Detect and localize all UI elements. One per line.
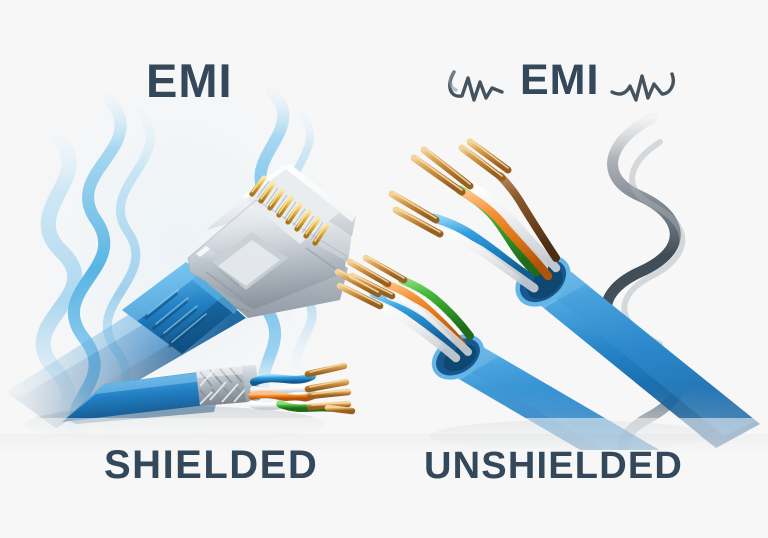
emi-wave-dark-main	[600, 112, 687, 466]
bottom-caption-band	[0, 450, 768, 538]
emi-accent-right	[610, 72, 675, 102]
caption-unshielded: UNSHIELDED	[424, 445, 684, 487]
copper-conductors-upper	[388, 138, 512, 238]
twisted-pairs-left	[248, 362, 356, 415]
emi-label-left: EMI	[146, 54, 233, 107]
copper-conductors-lower	[334, 254, 408, 310]
upper-cable-jacket	[524, 268, 760, 448]
shielded-cable-assembly	[6, 164, 356, 428]
emi-accent-left	[448, 70, 504, 102]
twisted-pairs-lower-right	[334, 254, 474, 363]
shielded-cable-branch	[62, 362, 356, 424]
emi-wave-dark-secondary	[621, 139, 686, 347]
bottom-soft-shadow	[0, 434, 768, 456]
emi-label-right: EMI	[520, 56, 600, 104]
gold-contact-pins	[242, 166, 340, 246]
emi-waves-right	[448, 70, 687, 466]
rj45-connector	[187, 164, 356, 318]
braided-shield-branch	[196, 365, 260, 406]
caption-shielded: SHIELDED	[104, 443, 319, 487]
twisted-pairs-upper-right	[388, 138, 561, 293]
